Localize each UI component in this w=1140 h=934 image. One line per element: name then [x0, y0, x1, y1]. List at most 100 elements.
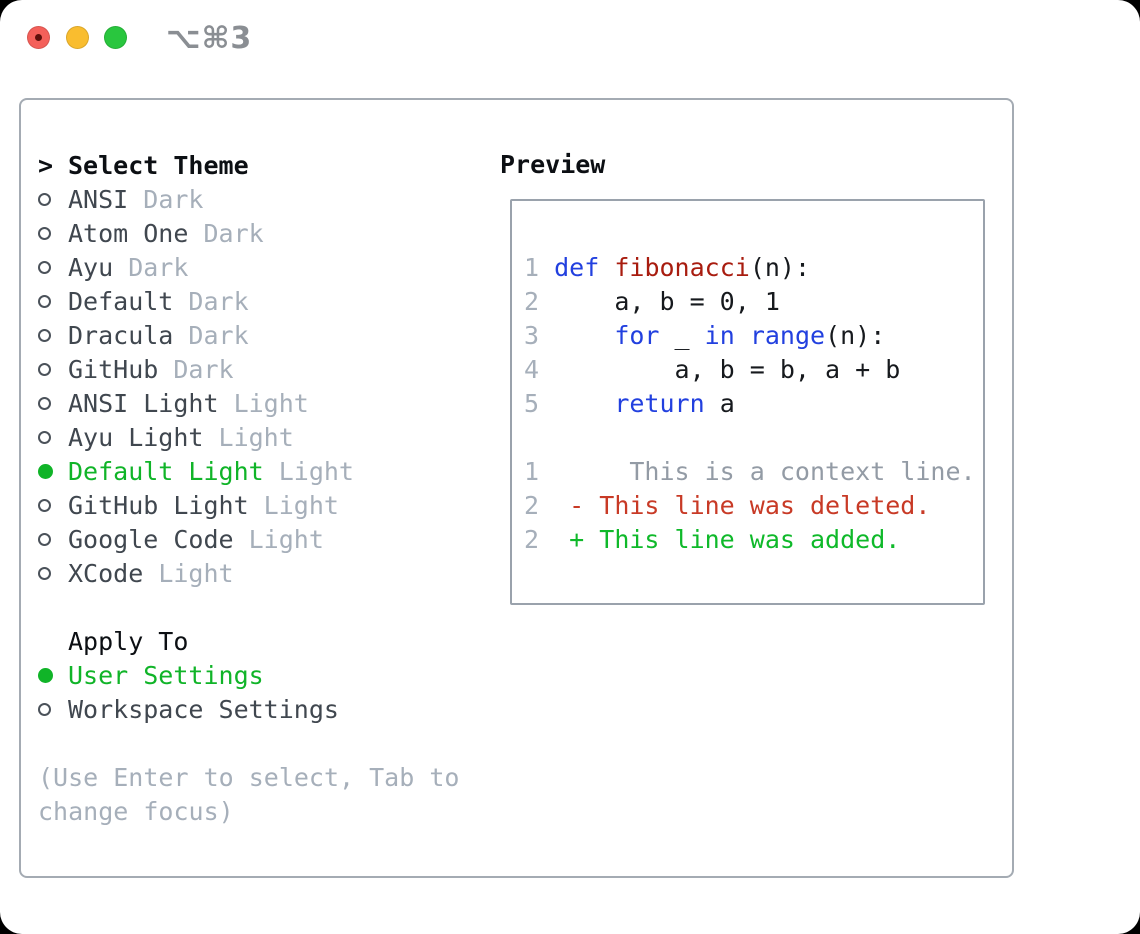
minimize-button[interactable] [66, 26, 89, 49]
radio-icon [38, 396, 68, 410]
radio-icon [38, 362, 68, 376]
theme-option[interactable]: ANSI Light Light [38, 386, 459, 420]
radio-icon [38, 702, 68, 716]
theme-option[interactable]: Google Code Light [38, 522, 459, 556]
theme-option[interactable]: Dracula Dark [38, 318, 459, 352]
close-button[interactable] [27, 26, 50, 49]
apply-to-option[interactable]: User Settings [38, 658, 459, 692]
option-label: User Settings [68, 660, 264, 690]
code-token-plain [539, 321, 614, 350]
radio-dot [38, 396, 51, 410]
code-line: 2 + This line was added. [524, 523, 976, 557]
code-line: 5 return a [524, 387, 976, 421]
apply-to-title: Apply To [68, 626, 189, 656]
code-token-plain: (n): [825, 321, 886, 350]
line-number: 2 [524, 287, 540, 316]
radio-dot [38, 260, 51, 274]
variant-tag: Dark [173, 320, 249, 350]
code-token-plain [735, 321, 750, 350]
line-number: 3 [524, 321, 540, 350]
code-token-plain: _ [659, 321, 705, 350]
radio-dot [38, 294, 51, 308]
theme-option[interactable]: Atom One Dark [38, 216, 459, 250]
option-label: Default Light [68, 456, 264, 486]
help-text-line-1: (Use Enter to select, Tab to [38, 762, 460, 792]
theme-option[interactable]: GitHub Dark [38, 352, 459, 386]
window-title-shortcut: ⌥⌘3 [166, 21, 253, 56]
code-token-keyword: range [749, 321, 826, 350]
theme-option[interactable]: Ayu Light Light [38, 420, 459, 454]
option-label: XCode [68, 558, 144, 588]
option-label: ANSI Light [68, 388, 219, 418]
variant-tag: Dark [113, 252, 189, 282]
radio-dot [38, 667, 53, 683]
code-token-function: fibonacci [614, 253, 750, 282]
option-label: Ayu [68, 252, 114, 282]
theme-option[interactable]: Default Dark [38, 284, 459, 318]
code-token-keyword: return [614, 389, 705, 418]
radio-dot [38, 702, 51, 716]
line-number: 1 [524, 457, 540, 486]
theme-option[interactable]: XCode Light [38, 556, 459, 590]
radio-icon [38, 430, 68, 444]
option-label: Google Code [68, 524, 234, 554]
code-token-plain [539, 389, 614, 418]
radio-dot [38, 226, 51, 240]
code-token-keyword: for [614, 321, 660, 350]
variant-tag: Light [248, 490, 339, 520]
theme-option[interactable]: Ayu Dark [38, 250, 459, 284]
line-number: 2 [524, 525, 540, 554]
titlebar: ⌥⌘3 [0, 0, 1140, 76]
code-line: 1 def fibonacci(n): [524, 251, 976, 285]
theme-option[interactable]: ANSI Dark [38, 182, 459, 216]
option-label: Default [68, 286, 174, 316]
variant-tag: Light [143, 558, 234, 588]
radio-dot [38, 430, 51, 444]
variant-tag: Dark [128, 184, 204, 214]
code-line: 2 a, b = 0, 1 [524, 285, 976, 319]
select-theme-title: Select Theme [68, 150, 249, 180]
option-label: Atom One [68, 218, 189, 248]
radio-selected-icon [38, 463, 68, 479]
preview-title: Preview [500, 150, 606, 179]
radio-icon [38, 498, 68, 512]
radio-icon [38, 226, 68, 240]
line-number: 1 [524, 253, 540, 282]
apply-to-option[interactable]: Workspace Settings [38, 692, 459, 726]
code-token-added: + This line was added. [539, 525, 901, 554]
code-token-deleted: - This line was deleted. [539, 491, 931, 520]
code-line: 2 - This line was deleted. [524, 489, 976, 523]
variant-tag: Light [218, 388, 309, 418]
help-text-line-2: change focus) [38, 796, 234, 826]
theme-option[interactable]: Default Light Light [38, 454, 459, 488]
code-token-plain [539, 253, 554, 282]
spacer-row [38, 590, 459, 624]
line-number: 2 [524, 491, 540, 520]
radio-dot [38, 463, 53, 479]
code-token-context: This is a context line. [539, 457, 976, 486]
variant-tag: Light [263, 456, 354, 486]
spacer-row-2 [38, 726, 459, 760]
apply-to-header-row: Apply To [38, 624, 459, 658]
maximize-button[interactable] [104, 26, 127, 49]
theme-option[interactable]: GitHub Light Light [38, 488, 459, 522]
cursor-marker: > [38, 151, 68, 180]
radio-icon [38, 532, 68, 546]
variant-tag: Dark [158, 354, 234, 384]
line-number: 4 [524, 355, 540, 384]
code-token-keyword: def [554, 253, 600, 282]
option-label: Workspace Settings [68, 694, 339, 724]
option-label: GitHub [68, 354, 159, 384]
radio-dot [38, 498, 51, 512]
code-line: 4 a, b = b, a + b [524, 353, 976, 387]
code-line [524, 421, 976, 455]
code-token-plain [599, 253, 614, 282]
code-line: 3 for _ in range(n): [524, 319, 976, 353]
code-token-plain: a, b = b, a + b [539, 355, 901, 384]
radio-dot [38, 532, 51, 546]
variant-tag: Light [233, 524, 324, 554]
